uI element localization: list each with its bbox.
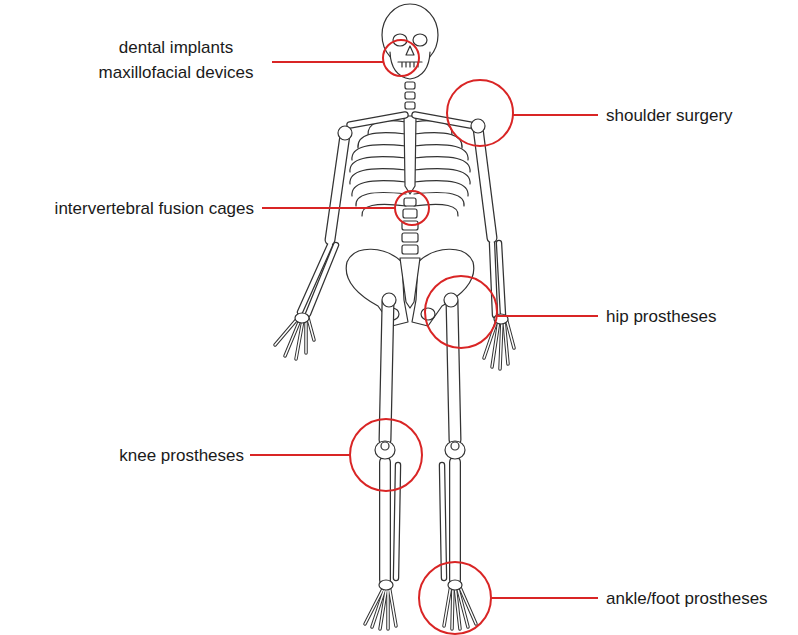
leader-line <box>272 61 383 63</box>
part-label: hip prostheses <box>606 304 717 329</box>
callout-circle <box>447 80 513 146</box>
part-label: intervertebral fusion cages <box>55 196 254 221</box>
callout-circle <box>425 276 497 348</box>
leader-line <box>491 597 598 599</box>
part-label: ankle/foot prostheses <box>606 586 768 611</box>
callout-circle <box>419 562 491 634</box>
callout-circle <box>395 191 429 225</box>
part-label: knee prostheses <box>119 443 244 468</box>
leader-line <box>513 114 598 116</box>
leader-line <box>497 315 598 317</box>
callout-circle <box>350 419 422 491</box>
part-label: shoulder surgery <box>606 103 733 128</box>
leader-line <box>250 454 350 456</box>
callout-circle <box>383 40 419 76</box>
part-label: dental implants maxillofacial devices <box>86 35 266 85</box>
leader-line <box>262 207 395 209</box>
